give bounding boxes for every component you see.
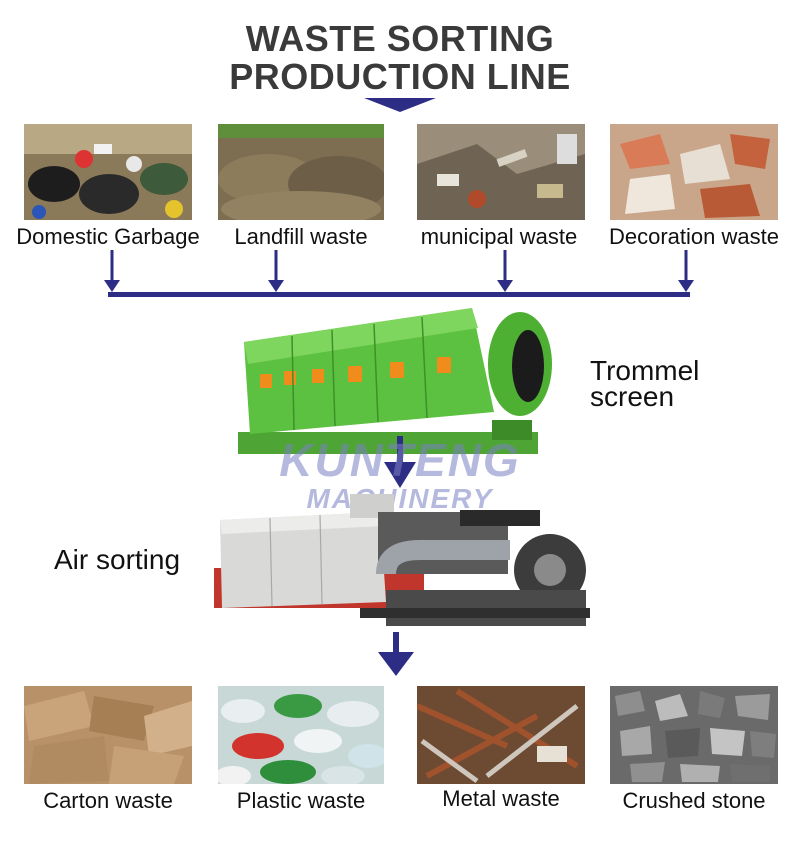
input-label-municipal: municipal waste <box>420 224 578 249</box>
input-photo-domestic-garbage <box>24 124 192 220</box>
down-arrow-icon-1 <box>384 436 416 488</box>
output-label-metal: Metal waste <box>442 786 560 811</box>
collector-arrows <box>104 250 694 297</box>
input-photo-decoration <box>610 124 778 220</box>
down-arrow-icon-2 <box>378 632 414 676</box>
input-label-domestic-garbage: Domestic Garbage <box>16 224 200 249</box>
input-label-decoration: Decoration waste <box>609 224 779 249</box>
trommel-label-line-2: screen <box>590 381 675 412</box>
input-photo-landfill <box>218 124 384 220</box>
title-chevron-icon <box>364 98 436 112</box>
output-photo-plastic <box>218 686 384 784</box>
output-label-plastic: Plastic waste <box>236 788 366 813</box>
output-label-carton: Carton waste <box>43 788 173 813</box>
input-label-landfill: Landfill waste <box>234 224 368 249</box>
watermark-kunteng: KUNTENG <box>279 434 521 486</box>
air-sorting-label: Air sorting <box>54 544 181 575</box>
output-photo-carton <box>24 686 192 784</box>
output-photo-crushed-stone <box>610 686 778 784</box>
input-photo-municipal <box>417 124 585 220</box>
output-photo-metal <box>417 686 585 784</box>
air-sorting-machine-image <box>214 494 590 626</box>
output-label-crushed-stone: Crushed stone <box>622 788 766 813</box>
trommel-label-line-1: Trommel <box>590 355 700 386</box>
title-line-2: PRODUCTION LINE <box>229 56 571 97</box>
trommel-machine-image <box>238 308 552 454</box>
title-line-1: WASTE SORTING <box>245 18 555 59</box>
watermark-machinery: MACHINERY <box>306 483 494 514</box>
